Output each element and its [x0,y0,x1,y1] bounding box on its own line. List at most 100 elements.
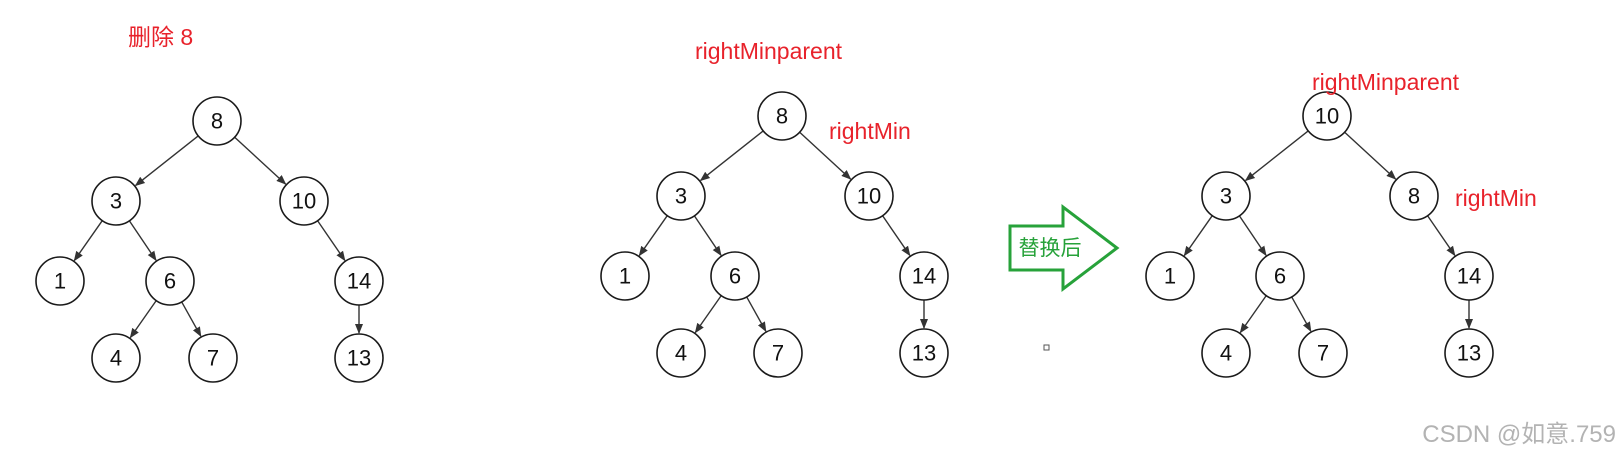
tree-node-3: 3 [656,171,706,221]
node-value: 4 [675,341,687,366]
node-value: 13 [1457,341,1481,366]
edge-3-to-6 [128,220,157,262]
node-value: 7 [207,346,219,371]
tree-node-14: 14 [899,251,949,301]
tree-node-8: 8 [1389,171,1439,221]
node-value: 6 [164,269,176,294]
node-circle [656,171,706,221]
tree-node-3: 3 [91,176,141,226]
edge-6-to-4 [129,300,157,339]
node-circle [844,171,894,221]
node-circle [188,333,238,383]
node-value: 6 [729,264,741,289]
node-value: 3 [675,184,687,209]
label-rightminparent: rightMinparent [695,38,843,64]
node-value: 14 [347,269,371,294]
edge-6-to-7 [181,301,202,338]
node-circle [1201,171,1251,221]
tree-before: 8 3 10 1 6 14 4 7 13 [35,96,384,383]
replacement-arrow-shape [1008,203,1120,293]
tree-node-14: 14 [334,256,384,306]
node-value: 4 [1220,341,1232,366]
tree-node-1: 1 [600,251,650,301]
node-value: 14 [912,264,936,289]
tree-rightmin-marked: 8 3 10 1 6 14 4 7 13 rightMinparent rightMin [600,38,949,378]
replacement-arrow: 替换后 [1008,203,1120,293]
node-circle [753,328,803,378]
tree-node-13: 13 [899,328,949,378]
node-value: 10 [857,184,881,209]
node-circle [1444,328,1494,378]
tree-node-13: 13 [334,333,384,383]
edge-6-to-7 [746,296,767,333]
edge-10-to-14 [882,215,911,257]
edge-6-to-4 [1239,295,1267,334]
edge-6-to-4 [694,295,722,334]
tree-node-10: 10 [844,171,894,221]
tree-node-4: 4 [656,328,706,378]
tree-node-10: 10 [1302,91,1352,141]
node-circle [899,251,949,301]
node-value: 1 [619,264,631,289]
node-circle [757,91,807,141]
node-value: 6 [1274,264,1286,289]
tree-node-7: 7 [1298,328,1348,378]
edge-8-to-3 [699,130,764,182]
node-circle [91,176,141,226]
tree-node-14: 14 [1444,251,1494,301]
tree-node-6: 6 [1255,251,1305,301]
node-circle [279,176,329,226]
diagram-title: 删除 8 [128,24,193,50]
tree-node-4: 4 [1201,328,1251,378]
node-value: 13 [912,341,936,366]
node-circle [1298,328,1348,378]
node-value: 1 [54,269,66,294]
watermark: CSDN @如意.759 [1422,421,1616,448]
small-square-marker [1043,344,1050,351]
tree-after-replacement: 10 3 8 1 6 14 4 7 13 rightMinparent rightMin [1145,69,1537,378]
label-rightmin: rightMin [1455,185,1537,211]
node-circle [1389,171,1439,221]
node-circle [1201,328,1251,378]
node-circle [1302,91,1352,141]
node-value: 7 [1317,341,1329,366]
tree-node-13: 13 [1444,328,1494,378]
node-value: 8 [776,104,788,129]
replacement-arrow-label: 替换后 [1019,236,1082,260]
node-value: 4 [110,346,122,371]
edge-8-to-14 [1427,215,1456,257]
node-value: 3 [110,189,122,214]
node-value: 10 [292,189,316,214]
edge-3-to-1 [638,215,668,257]
node-value: 3 [1220,184,1232,209]
node-circle [334,256,384,306]
edge-8-to-10 [799,131,852,180]
tree-node-1: 1 [1145,251,1195,301]
tree-node-8: 8 [192,96,242,146]
node-value: 8 [1408,184,1420,209]
node-value: 8 [211,109,223,134]
tree-node-1: 1 [35,256,85,306]
node-value: 14 [1457,264,1481,289]
label-rightmin: rightMin [829,118,911,144]
node-circle [1255,251,1305,301]
node-value: 13 [347,346,371,371]
edge-10-to-3 [1244,130,1309,182]
node-circle [35,256,85,306]
tree-node-6: 6 [710,251,760,301]
node-circle [656,328,706,378]
node-circle [1444,251,1494,301]
node-circle [145,256,195,306]
tree-node-7: 7 [753,328,803,378]
node-value: 1 [1164,264,1176,289]
edge-3-to-6 [693,215,722,257]
node-circle [192,96,242,146]
edge-10-to-14 [317,220,346,262]
node-circle [899,328,949,378]
node-circle [91,333,141,383]
tree-node-6: 6 [145,256,195,306]
edge-3-to-1 [1183,215,1213,257]
label-rightminparent: rightMinparent [1312,69,1460,95]
edge-6-to-7 [1291,296,1312,333]
